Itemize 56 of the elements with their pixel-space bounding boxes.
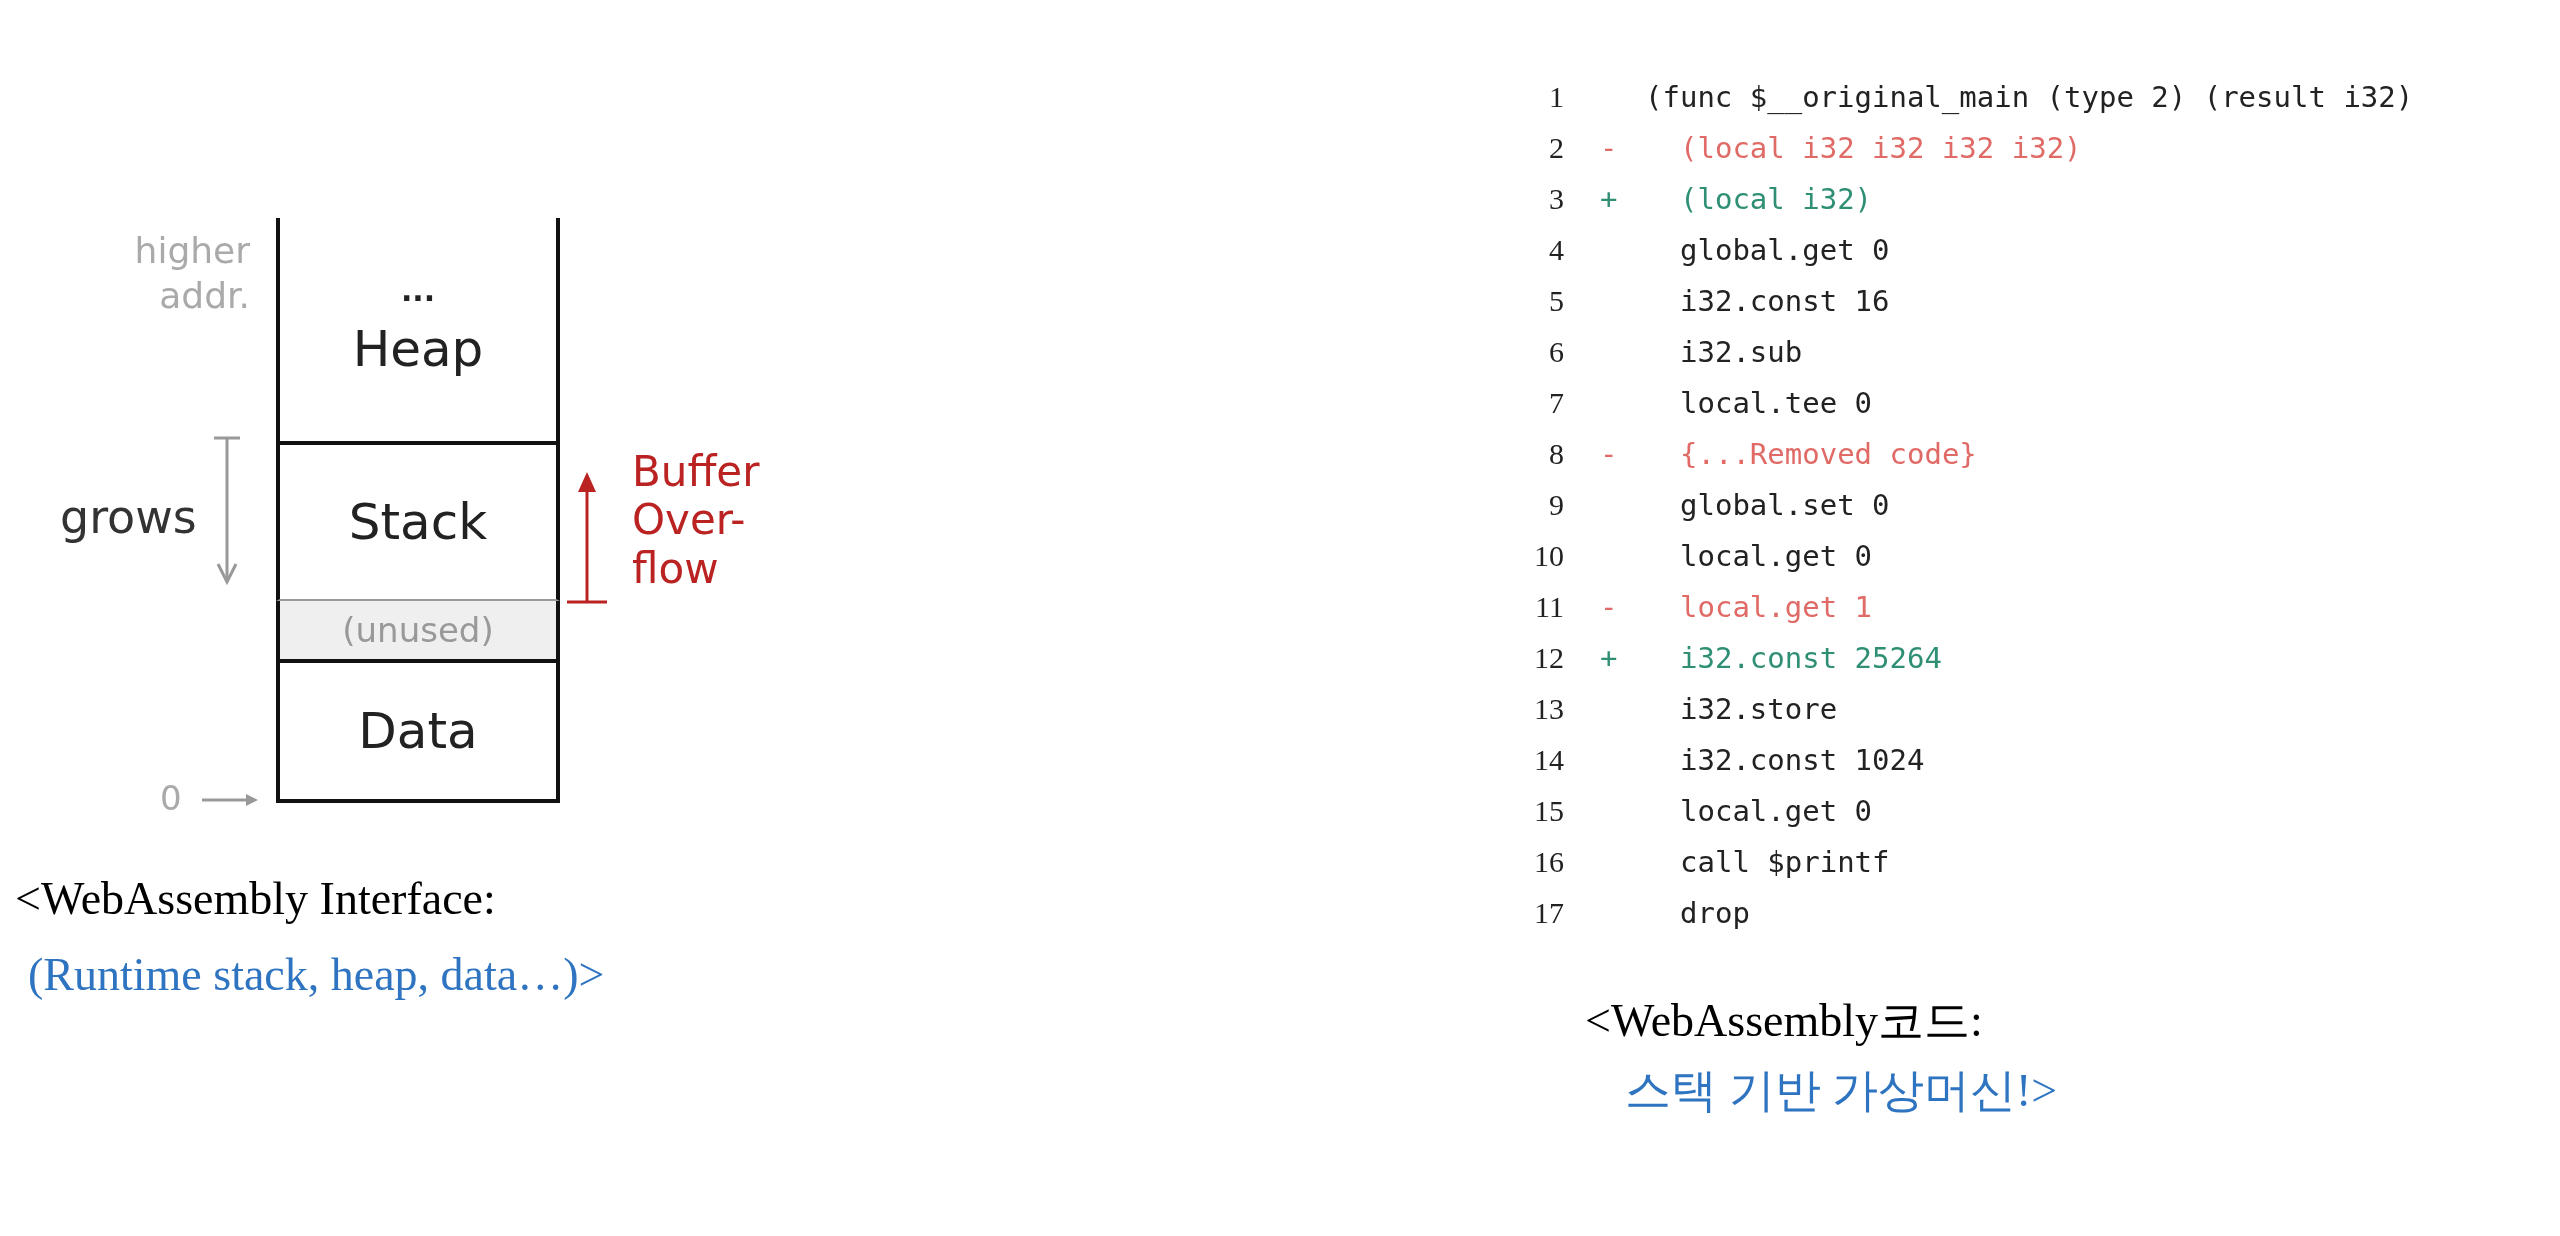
memory-segment xyxy=(276,445,560,601)
line-number: 3 xyxy=(1548,182,1564,216)
code-line: i32.const 16 xyxy=(1680,284,1890,318)
overflow-label: Buffer Over-flow xyxy=(632,448,761,593)
caption: <WebAssembly코드: xyxy=(1585,994,1983,1048)
line-number: 4 xyxy=(1548,233,1564,267)
address-label: higher addr. xyxy=(133,229,250,318)
diff-marker: + xyxy=(1600,641,1618,675)
line-number: 8 xyxy=(1548,437,1564,471)
ellipsis-text: ... xyxy=(400,282,436,300)
line-number: 5 xyxy=(1548,284,1564,318)
code-line: call $printf xyxy=(1680,845,1890,879)
diff-marker: - xyxy=(1600,437,1618,471)
line-number: 13 xyxy=(1533,692,1564,726)
code-line: {...Removed code} xyxy=(1680,437,1977,471)
segment-label: Stack xyxy=(348,494,488,550)
segment-label: Heap xyxy=(352,322,484,377)
line-number: 11 xyxy=(1534,590,1564,624)
memory-segment xyxy=(276,663,560,803)
diff-marker: - xyxy=(1600,590,1618,624)
caption: <WebAssembly Interface: xyxy=(15,872,496,925)
code-line: i32.const 1024 xyxy=(1680,743,1925,777)
code-line: global.get 0 xyxy=(1680,233,1890,267)
code-line: i32.store xyxy=(1680,692,1838,726)
caption: 스택 기반 가상머신!> xyxy=(1625,1064,2058,1118)
caption: (Runtime stack, heap, data…)> xyxy=(28,948,605,1001)
diff-marker: - xyxy=(1600,131,1618,165)
code-line: (local i32) xyxy=(1680,182,1873,216)
line-number: 9 xyxy=(1548,488,1564,522)
line-number: 2 xyxy=(1548,131,1564,165)
code-line: i32.const 25264 xyxy=(1680,641,1942,675)
address-label: 0 xyxy=(160,778,182,818)
diff-marker: + xyxy=(1600,182,1618,216)
line-number: 16 xyxy=(1533,845,1564,879)
line-number: 7 xyxy=(1548,386,1564,420)
code-line: local.tee 0 xyxy=(1680,386,1873,420)
segment-label: Data xyxy=(358,703,478,759)
code-line: local.get 1 xyxy=(1680,590,1873,624)
memory-segment xyxy=(276,601,560,663)
code-line: local.get 0 xyxy=(1680,539,1873,573)
direction-label: grows xyxy=(60,490,197,544)
line-number: 10 xyxy=(1533,539,1564,573)
code-line: local.get 0 xyxy=(1680,794,1873,828)
code-line: drop xyxy=(1680,896,1750,930)
memory-segment xyxy=(276,218,560,445)
line-number: 17 xyxy=(1533,896,1564,930)
code-line: (func $__original_main (type 2) (result i32) xyxy=(1645,80,2414,114)
code-line: i32.sub xyxy=(1680,335,1803,369)
line-number: 15 xyxy=(1533,794,1564,828)
line-number: 12 xyxy=(1533,641,1564,675)
code-line: (local i32 i32 i32 i32) xyxy=(1680,131,2082,165)
segment-label: (unused) xyxy=(342,610,494,650)
line-number: 6 xyxy=(1548,335,1564,369)
line-number: 14 xyxy=(1533,743,1564,777)
line-number: 1 xyxy=(1548,80,1564,114)
code-line: global.set 0 xyxy=(1680,488,1890,522)
